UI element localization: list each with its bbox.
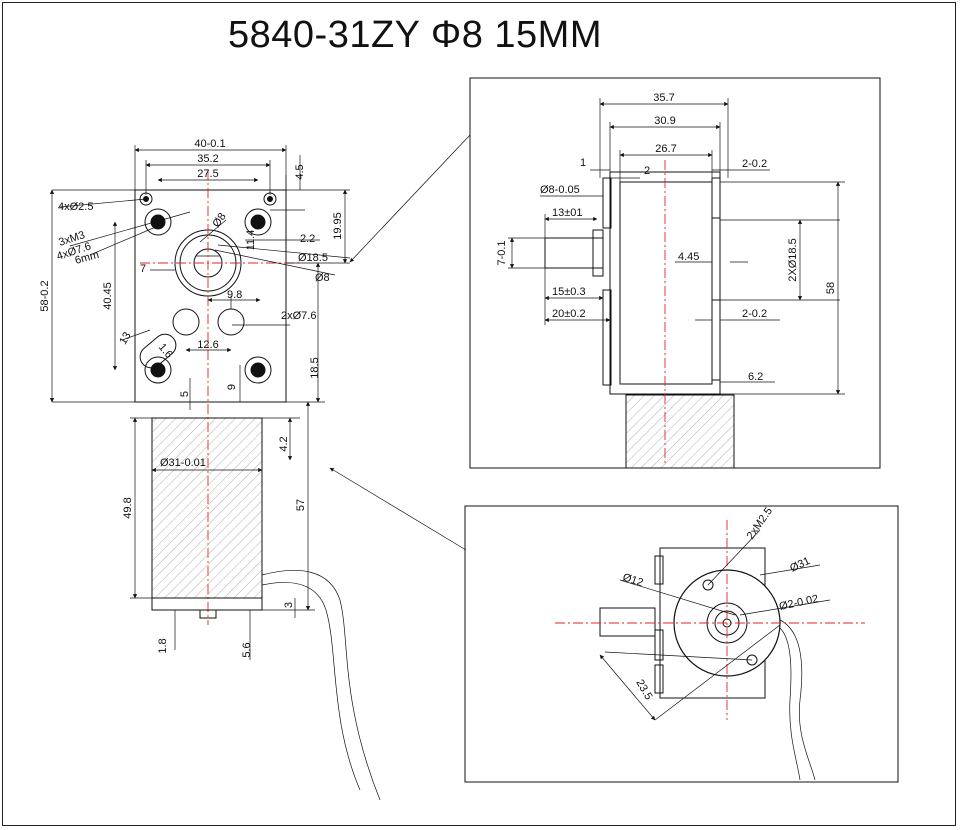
end-cap <box>151 597 263 611</box>
dim-2xo18-5: 2XØ18.5 <box>787 238 799 281</box>
hole-left <box>172 308 200 336</box>
dim-2xO7-6: 2xØ7.6 <box>281 310 316 322</box>
dim-13-01: 13±01 <box>552 207 583 219</box>
dim-1-6: 1.6 <box>156 341 175 360</box>
screw-boss-bl <box>144 356 172 384</box>
adjust-slot <box>139 333 177 369</box>
dim-4xO2-5: 4xØ2.5 <box>58 201 93 213</box>
dim-o8-top: Ø8 <box>210 211 228 230</box>
dim-13: 13 <box>117 330 134 347</box>
dim-30-9: 30.9 <box>654 115 675 127</box>
dim-7: 7 <box>140 263 146 275</box>
end-view-frame <box>464 505 899 783</box>
dim-o18-5: Ø18.5 <box>298 252 328 264</box>
dim-9: 9 <box>226 384 238 390</box>
dim-6-2: 6.2 <box>748 371 763 383</box>
dim-58-side: 58 <box>825 282 837 294</box>
leader-side-view <box>349 134 471 263</box>
dim-7-0-1: 7-0.1 <box>496 240 508 265</box>
dim-4-45: 4.45 <box>678 251 699 263</box>
end-shaft <box>599 607 656 637</box>
motor-body-view: Ø31-0.01 49.8 4.2 57 3 1.8 5.6 <box>122 401 381 801</box>
dim-1: 1 <box>580 157 586 169</box>
dim-5: 5 <box>179 391 191 397</box>
dim-26-7: 26.7 <box>655 143 676 155</box>
dim-o2-0-02: Ø2-0.02 <box>778 593 819 613</box>
dim-2xm2-5: 2xM2.5 <box>745 505 776 541</box>
dim-40: 40-0.1 <box>194 138 225 150</box>
dim-1-8: 1.8 <box>157 638 169 653</box>
dim-2-2: 2.2 <box>300 233 315 245</box>
dim-35-7: 35.7 <box>653 92 674 104</box>
dim-11-4: 11.4 <box>245 230 257 251</box>
dim-49-8: 49.8 <box>122 497 134 518</box>
end-view-panel: 2xM2.5 Ø31 Ø12 Ø2-0.02 23.5 <box>464 505 899 783</box>
side-shaft <box>544 237 604 269</box>
dim-15-0-3: 15±0.3 <box>552 286 586 298</box>
dim-20-0-2: 20±0.2 <box>552 308 586 320</box>
dim-18-5: 18.5 <box>309 357 321 378</box>
screw-boss-br <box>244 356 272 384</box>
dim-19-95: 19.95 <box>332 212 344 240</box>
dim-3: 3 <box>283 602 295 608</box>
dim-4-2: 4.2 <box>278 436 290 451</box>
dim-2-0-2-top: 2-0.2 <box>742 158 767 170</box>
dim-2-0-2-bottom: 2-0.2 <box>742 308 767 320</box>
lead-wire-2 <box>261 582 361 791</box>
dim-58: 58-0.2 <box>39 280 51 311</box>
end-m2-5-top <box>702 579 714 591</box>
dim-9-8: 9.8 <box>227 289 242 301</box>
dim-o8: Ø8 <box>315 272 330 284</box>
dim-o31: Ø31-0.01 <box>160 457 206 469</box>
dim-35-2: 35.2 <box>197 153 218 165</box>
dim-o8-0-05: Ø8-0.05 <box>540 184 580 196</box>
side-view-panel: 35.7 30.9 26.7 1 2 2-0.2 Ø8-0.05 13±01 7… <box>469 77 881 469</box>
dim-o31-end: Ø31 <box>788 555 812 575</box>
dim-5-6: 5.6 <box>241 642 253 657</box>
lead-wire-1 <box>261 570 381 801</box>
gearbox-outline <box>134 189 287 403</box>
drawing-title: 5840-31ZY Φ8 15MM <box>228 14 602 56</box>
screw-boss-left <box>144 208 172 236</box>
dim-4-5: 4.5 <box>294 164 306 179</box>
hole-right <box>217 308 245 336</box>
leader-end-view <box>329 467 467 551</box>
dim-2: 2 <box>644 165 650 177</box>
rear-bushing <box>199 609 217 619</box>
dim-57: 57 <box>295 499 307 511</box>
motor-can <box>151 417 263 599</box>
dim-40-45: 40.45 <box>102 282 114 310</box>
dim-12-6: 12.6 <box>197 339 218 351</box>
dim-o12: Ø12 <box>621 571 644 589</box>
dim-27-5: 27.5 <box>197 168 218 180</box>
screw-boss-right <box>244 208 272 236</box>
